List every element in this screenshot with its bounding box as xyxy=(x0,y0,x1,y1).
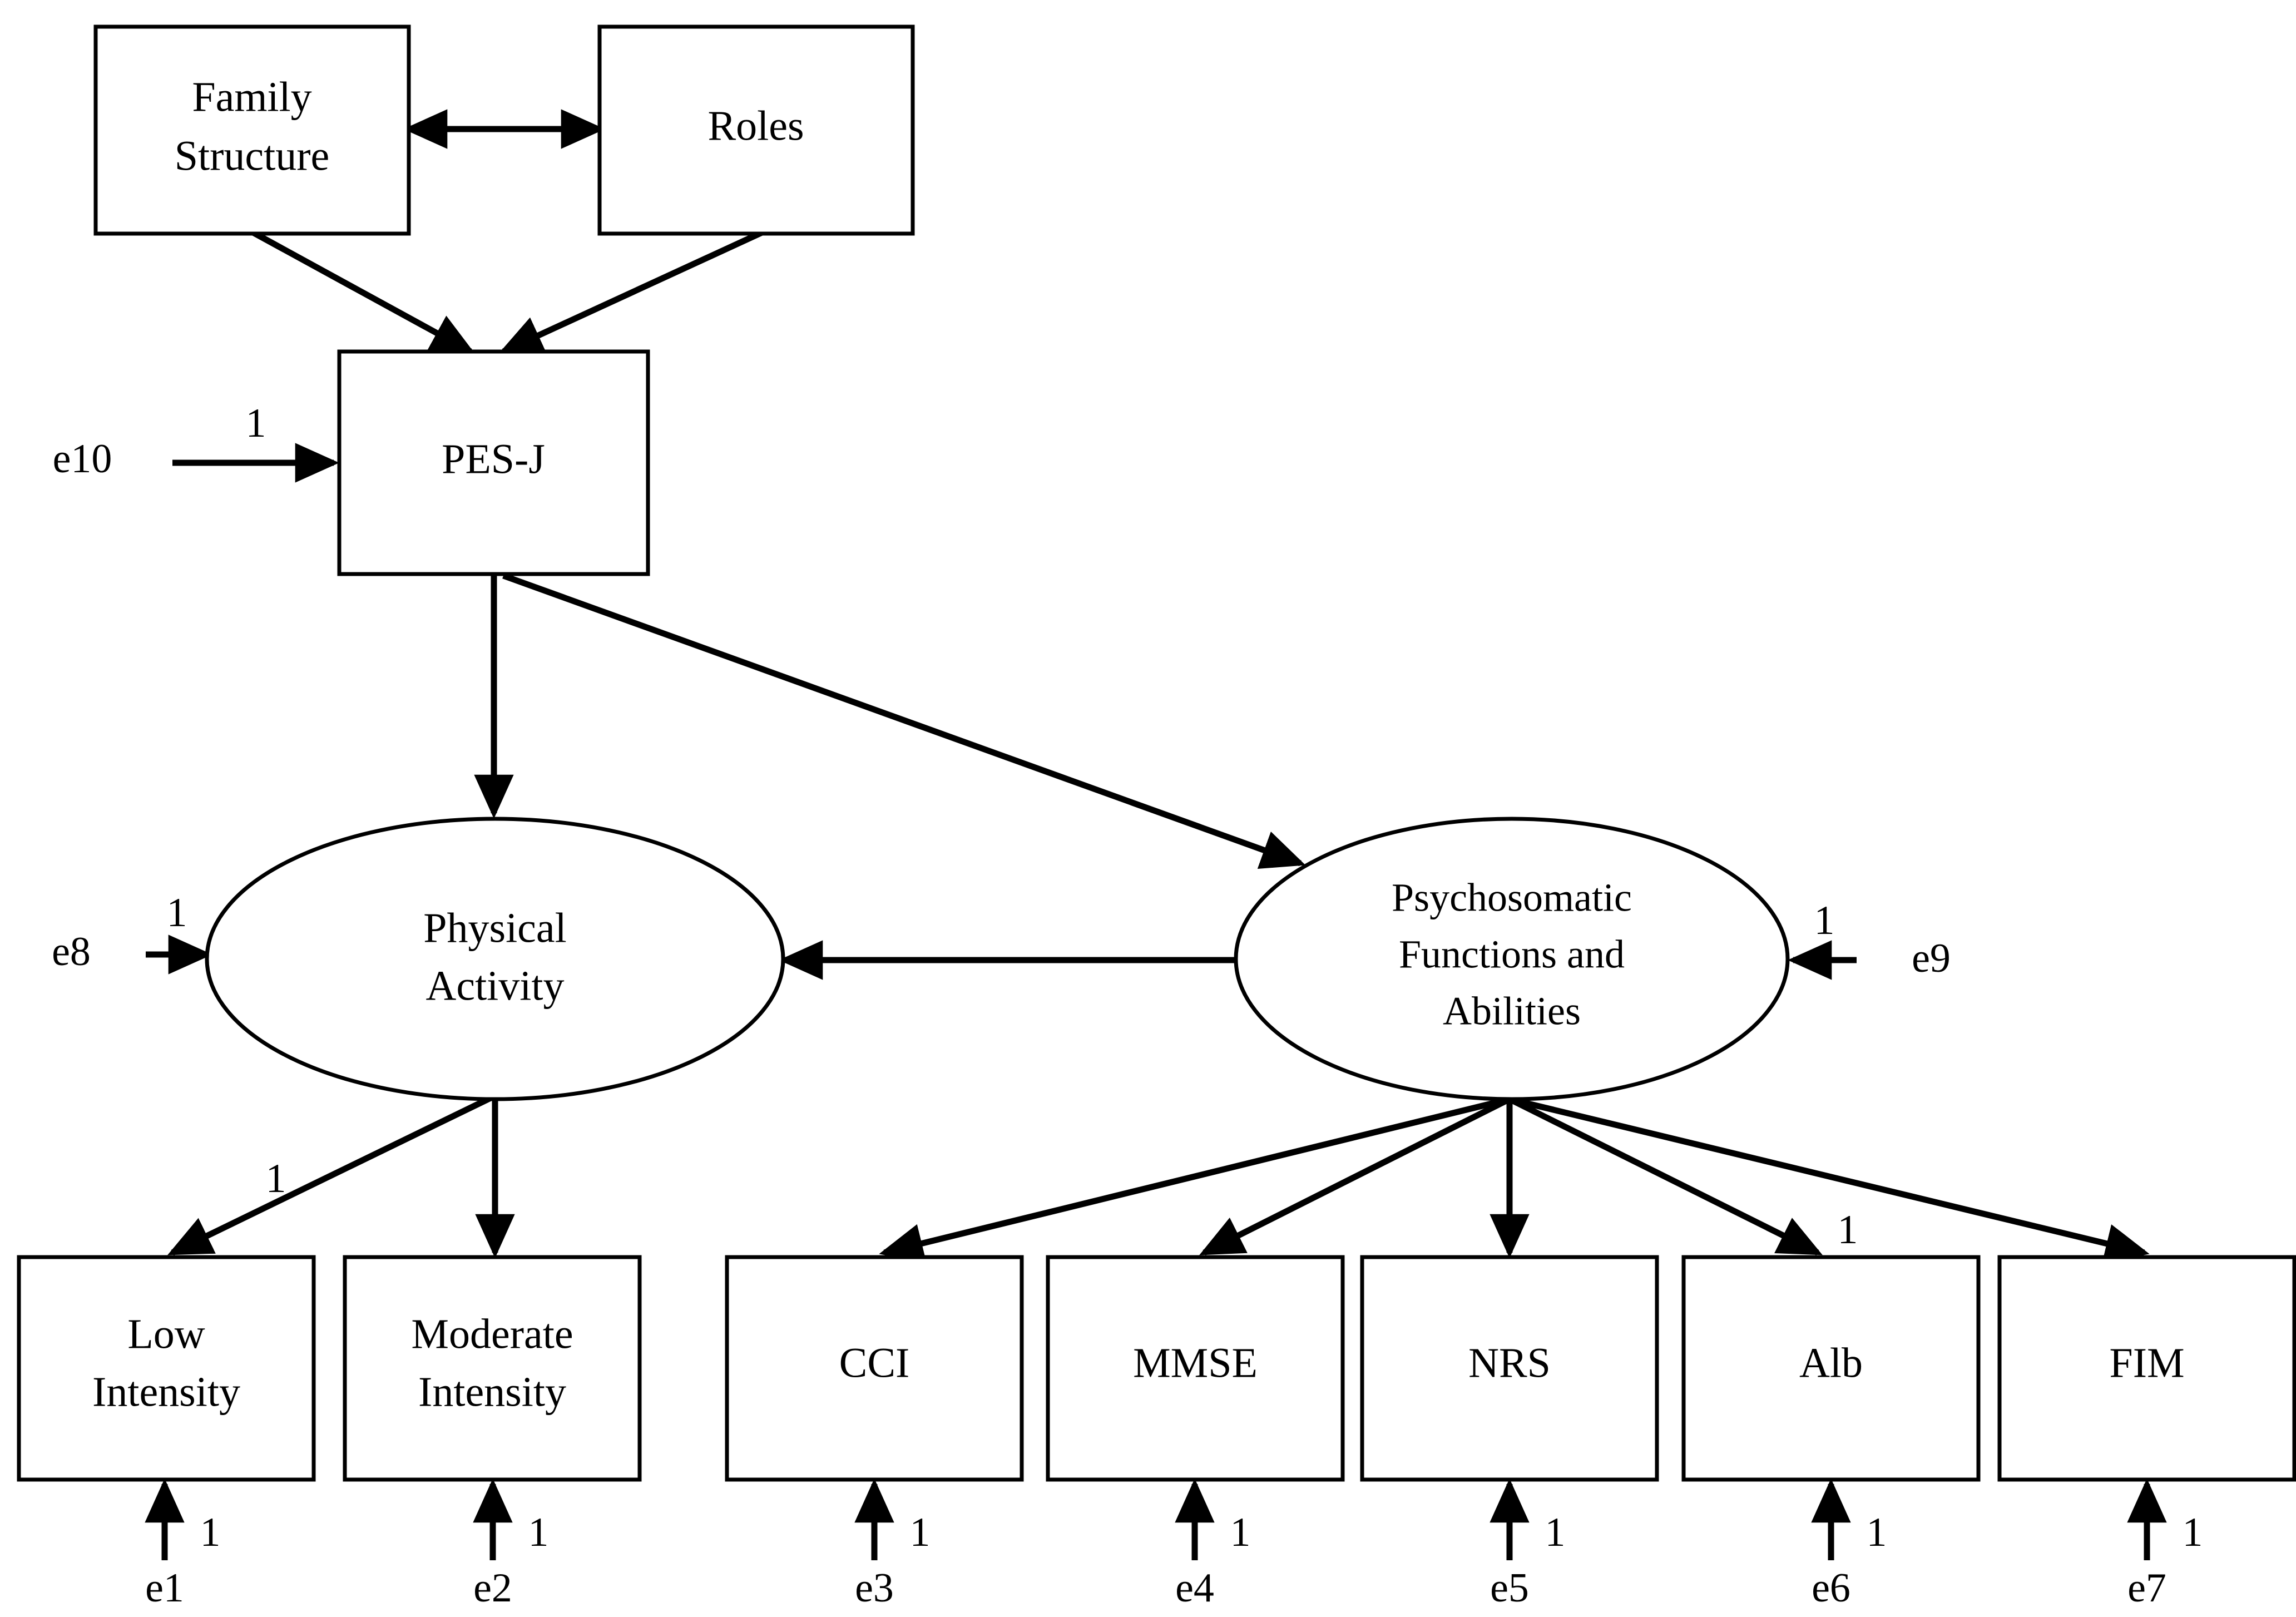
error-label-e5: e5 xyxy=(1490,1565,1529,1611)
edge-psychosomatic-to-cci xyxy=(879,1096,1511,1263)
low-intensity-label-line1: Low xyxy=(127,1311,205,1357)
edge-roles-to-pesj xyxy=(498,230,764,354)
edge-psychosomatic-to-mmse xyxy=(1199,1096,1511,1255)
moderate-intensity-label-line1: Moderate xyxy=(411,1311,573,1357)
low-intensity-box[interactable] xyxy=(17,1255,316,1482)
coef-label-e7-to-fim: 1 xyxy=(2183,1510,2203,1555)
node-pesj[interactable]: PES-J xyxy=(337,349,650,576)
psychosomatic-label-line1: Psychosomatic xyxy=(1392,876,1632,920)
coef-label-e3-to-cci: 1 xyxy=(910,1510,931,1555)
coef-label-physical-activity-to-low-intensity: 1 xyxy=(266,1156,286,1201)
physical-activity-label-line2: Activity xyxy=(425,962,564,1009)
physical-activity-label-line1: Physical xyxy=(423,904,567,951)
family-structure-label-line2: Structure xyxy=(175,132,330,179)
cci-box[interactable] xyxy=(725,1255,1024,1482)
coef-label-e2-to-moderate-intensity: 1 xyxy=(528,1510,549,1555)
error-label-e7: e7 xyxy=(2127,1565,2166,1611)
node-physical-activity[interactable]: Physical Activity xyxy=(205,817,785,1101)
error-label-e8: e8 xyxy=(52,929,91,975)
alb-box[interactable] xyxy=(1681,1255,1981,1482)
node-low-intensity[interactable]: Low Intensity xyxy=(17,1255,316,1482)
roles-box[interactable] xyxy=(597,24,915,236)
fim-label: FIM xyxy=(2109,1339,2184,1386)
moderate-intensity-box[interactable] xyxy=(343,1255,642,1482)
pesj-box[interactable] xyxy=(337,349,650,576)
cci-label: CCI xyxy=(839,1339,910,1386)
psychosomatic-label-line3: Abilities xyxy=(1443,989,1581,1034)
family-structure-label-line1: Family xyxy=(192,73,311,120)
coef-label-e5-to-nrs: 1 xyxy=(1545,1510,1566,1555)
node-roles[interactable]: Roles xyxy=(597,24,915,236)
mmse-box[interactable] xyxy=(1046,1255,1345,1482)
error-label-e2: e2 xyxy=(473,1565,512,1611)
edge-psychosomatic-to-fim xyxy=(1508,1096,2150,1263)
edge-family-structure-to-pesj xyxy=(251,230,476,354)
psychosomatic-ellipse[interactable] xyxy=(1234,817,1790,1101)
nrs-label: NRS xyxy=(1468,1339,1551,1386)
low-intensity-label-line2: Intensity xyxy=(92,1368,240,1415)
node-moderate-intensity[interactable]: Moderate Intensity xyxy=(343,1255,642,1482)
node-family-structure[interactable]: Family Structure xyxy=(93,24,411,236)
edge-psychosomatic-to-alb xyxy=(1508,1096,1823,1255)
pesj-label: PES-J xyxy=(442,436,545,482)
edge-pesj-to-psychosomatic xyxy=(502,572,1306,869)
physical-activity-ellipse[interactable] xyxy=(205,817,785,1101)
roles-label: Roles xyxy=(707,102,804,149)
coef-label-psychosomatic-to-fim: 1 xyxy=(1838,1207,1858,1253)
nrs-box[interactable] xyxy=(1360,1255,1659,1482)
family-structure-box[interactable] xyxy=(93,24,411,236)
error-label-e10: e10 xyxy=(53,436,112,482)
coef-label-e9-to-psychosomatic: 1 xyxy=(1814,898,1835,943)
node-fim[interactable]: FIM xyxy=(1997,1255,2296,1482)
fim-box[interactable] xyxy=(1997,1255,2296,1482)
error-label-e3: e3 xyxy=(855,1565,894,1611)
error-label-e6: e6 xyxy=(1812,1565,1850,1611)
node-cci[interactable]: CCI xyxy=(725,1255,1024,1482)
psychosomatic-label-line2: Functions and xyxy=(1399,932,1625,977)
error-label-e4: e4 xyxy=(1175,1565,1214,1611)
alb-label: Alb xyxy=(1799,1339,1863,1386)
error-label-e1: e1 xyxy=(145,1565,184,1611)
coef-label-e4-to-mmse: 1 xyxy=(1230,1510,1251,1555)
node-mmse[interactable]: MMSE xyxy=(1046,1255,1345,1482)
mmse-label: MMSE xyxy=(1133,1339,1258,1386)
moderate-intensity-label-line2: Intensity xyxy=(418,1368,566,1415)
coef-label-e8-to-physical-activity: 1 xyxy=(167,890,187,936)
coef-label-e6-to-alb: 1 xyxy=(1867,1510,1887,1555)
error-label-e9: e9 xyxy=(1912,936,1951,981)
node-psychosomatic-functions-abilities[interactable]: Psychosomatic Functions and Abilities xyxy=(1234,817,1790,1101)
coef-label-e1-to-low-intensity: 1 xyxy=(200,1510,221,1555)
node-nrs[interactable]: NRS xyxy=(1360,1255,1659,1482)
edge-physical-activity-to-low-intensity xyxy=(167,1094,494,1255)
coef-label-e10-to-pesj: 1 xyxy=(246,400,266,446)
node-alb[interactable]: Alb xyxy=(1681,1255,1981,1482)
